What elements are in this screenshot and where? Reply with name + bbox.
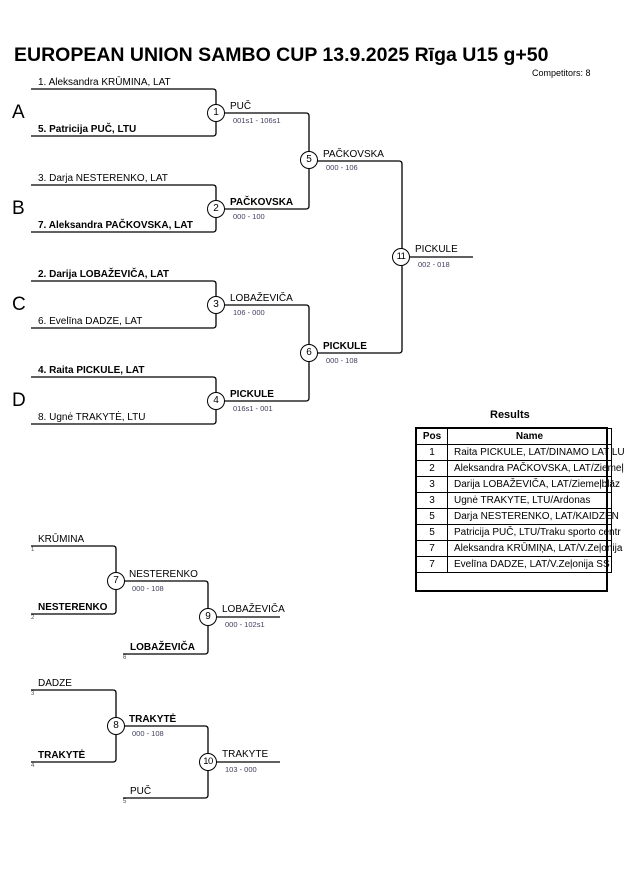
repechage-seed: 4 bbox=[31, 763, 35, 769]
result-name: Raita PICKULE, LAT/DINAMO LAT LU bbox=[447, 444, 625, 461]
competitor-entry: 3. Darja NESTERENKO, LAT bbox=[38, 173, 168, 184]
match-winner: TRAKYTE bbox=[222, 749, 269, 760]
competitor-entry: 8. Ugnė TRAKYTĖ, LTU bbox=[38, 412, 146, 423]
match-winner: NESTERENKO bbox=[129, 569, 198, 580]
match-winner: LOBAŽEVIČA bbox=[222, 604, 285, 615]
result-name: Aleksandra PAČKOVSKA, LAT/Ziemeļ bbox=[447, 460, 624, 477]
repechage-seed: 3 bbox=[31, 691, 35, 697]
repechage-entry: TRAKYTĖ bbox=[38, 750, 86, 761]
repechage-seed: 6 bbox=[123, 655, 127, 661]
results-header-name: Name bbox=[447, 428, 612, 445]
match-winner: PAČKOVSKA bbox=[230, 197, 294, 208]
match-number-4: 4 bbox=[207, 392, 225, 410]
match-score: 106 - 000 bbox=[233, 308, 265, 317]
bracket-line-match-11 bbox=[309, 160, 403, 354]
match-score: 001s1 - 106s1 bbox=[233, 116, 281, 125]
result-pos: 2 bbox=[416, 460, 448, 477]
repechage-entry: NESTERENKO bbox=[38, 602, 108, 613]
bracket-line-match-6 bbox=[216, 304, 310, 402]
result-pos: 7 bbox=[416, 556, 448, 573]
result-pos: 3 bbox=[416, 476, 448, 493]
final-score: 002 - 018 bbox=[418, 260, 450, 269]
match-score: 000 - 102s1 bbox=[225, 620, 265, 629]
match-winner: PUČ bbox=[230, 101, 252, 112]
match-score: 103 - 000 bbox=[225, 765, 257, 774]
result-name: Darja NESTERENKO, LAT/KAIDZEN bbox=[447, 508, 619, 525]
match-number-5: 5 bbox=[300, 151, 318, 169]
match-score: 000 - 108 bbox=[132, 584, 164, 593]
match-number-8: 8 bbox=[107, 717, 125, 735]
match-score: 016s1 - 001 bbox=[233, 404, 273, 413]
result-pos: 7 bbox=[416, 540, 448, 557]
match-number-10: 10 bbox=[199, 753, 217, 771]
match-winner: PICKULE bbox=[230, 389, 274, 400]
page-title: EUROPEAN UNION SAMBO CUP 13.9.2025 Rīga … bbox=[14, 44, 549, 66]
repechage-entry: PUČ bbox=[130, 786, 152, 797]
competitors-count: Competitors: 8 bbox=[532, 68, 591, 78]
result-pos: 5 bbox=[416, 524, 448, 541]
match-number-1: 1 bbox=[207, 104, 225, 122]
match-score: 000 - 100 bbox=[233, 212, 265, 221]
result-name: Darija LOBAŽEVIČA, LAT/Ziemeļblāz bbox=[447, 476, 620, 493]
results-title: Results bbox=[490, 409, 530, 421]
match-number-7: 7 bbox=[107, 572, 125, 590]
repechage-seed: 5 bbox=[123, 799, 127, 805]
repechage-seed: 2 bbox=[31, 615, 35, 621]
match-winner: PICKULE bbox=[323, 341, 367, 352]
pool-label-d: D bbox=[12, 390, 26, 411]
match-number-11: 11 bbox=[392, 248, 410, 266]
match-winner: LOBAŽEVIČA bbox=[230, 293, 293, 304]
competitor-entry: 1. Aleksandra KRŪMINA, LAT bbox=[38, 77, 171, 88]
final-winner: PICKULE bbox=[415, 244, 458, 255]
competitor-entry: 7. Aleksandra PAČKOVSKA, LAT bbox=[38, 220, 193, 231]
bracket-line-match-5 bbox=[216, 112, 310, 210]
pool-label-c: C bbox=[12, 294, 26, 315]
match-score: 000 - 108 bbox=[326, 356, 358, 365]
competitor-entry: 4. Raita PICKULE, LAT bbox=[38, 365, 145, 376]
match-number-2: 2 bbox=[207, 200, 225, 218]
result-pos: 5 bbox=[416, 508, 448, 525]
result-pos: 3 bbox=[416, 492, 448, 509]
repechage-entry: DADZE bbox=[38, 678, 72, 689]
match-number-9: 9 bbox=[199, 608, 217, 626]
match-score: 000 - 108 bbox=[132, 729, 164, 738]
match-winner: TRAKYTĖ bbox=[129, 714, 177, 725]
result-name: Aleksandra KRŪMIŅA, LAT/V.Zeļonija bbox=[447, 540, 622, 557]
pool-label-a: A bbox=[12, 102, 25, 123]
competitor-entry: 6. Evelīna DADZE, LAT bbox=[38, 316, 143, 327]
competitor-entry: 5. Patricija PUČ, LTU bbox=[38, 124, 137, 135]
match-number-3: 3 bbox=[207, 296, 225, 314]
repechage-entry: KRŪMINA bbox=[38, 534, 85, 545]
pool-label-b: B bbox=[12, 198, 25, 219]
match-score: 000 - 106 bbox=[326, 163, 358, 172]
result-name: Ugnė TRAKYTE, LTU/Ardonas bbox=[447, 492, 612, 509]
repechage-entry: LOBAŽEVIČA bbox=[130, 642, 195, 653]
result-name: Evelīna DADZE, LAT/V.Zeļonija SS bbox=[447, 556, 612, 573]
competitor-entry: 2. Darija LOBAŽEVIČA, LAT bbox=[38, 269, 169, 280]
results-header-pos: Pos bbox=[416, 428, 448, 445]
match-winner: PAČKOVSKA bbox=[323, 149, 384, 160]
result-pos: 1 bbox=[416, 444, 448, 461]
result-name: Patricija PUČ, LTU/Traku sporto centr bbox=[447, 524, 621, 541]
match-number-6: 6 bbox=[300, 344, 318, 362]
repechage-seed: 1 bbox=[31, 547, 35, 553]
